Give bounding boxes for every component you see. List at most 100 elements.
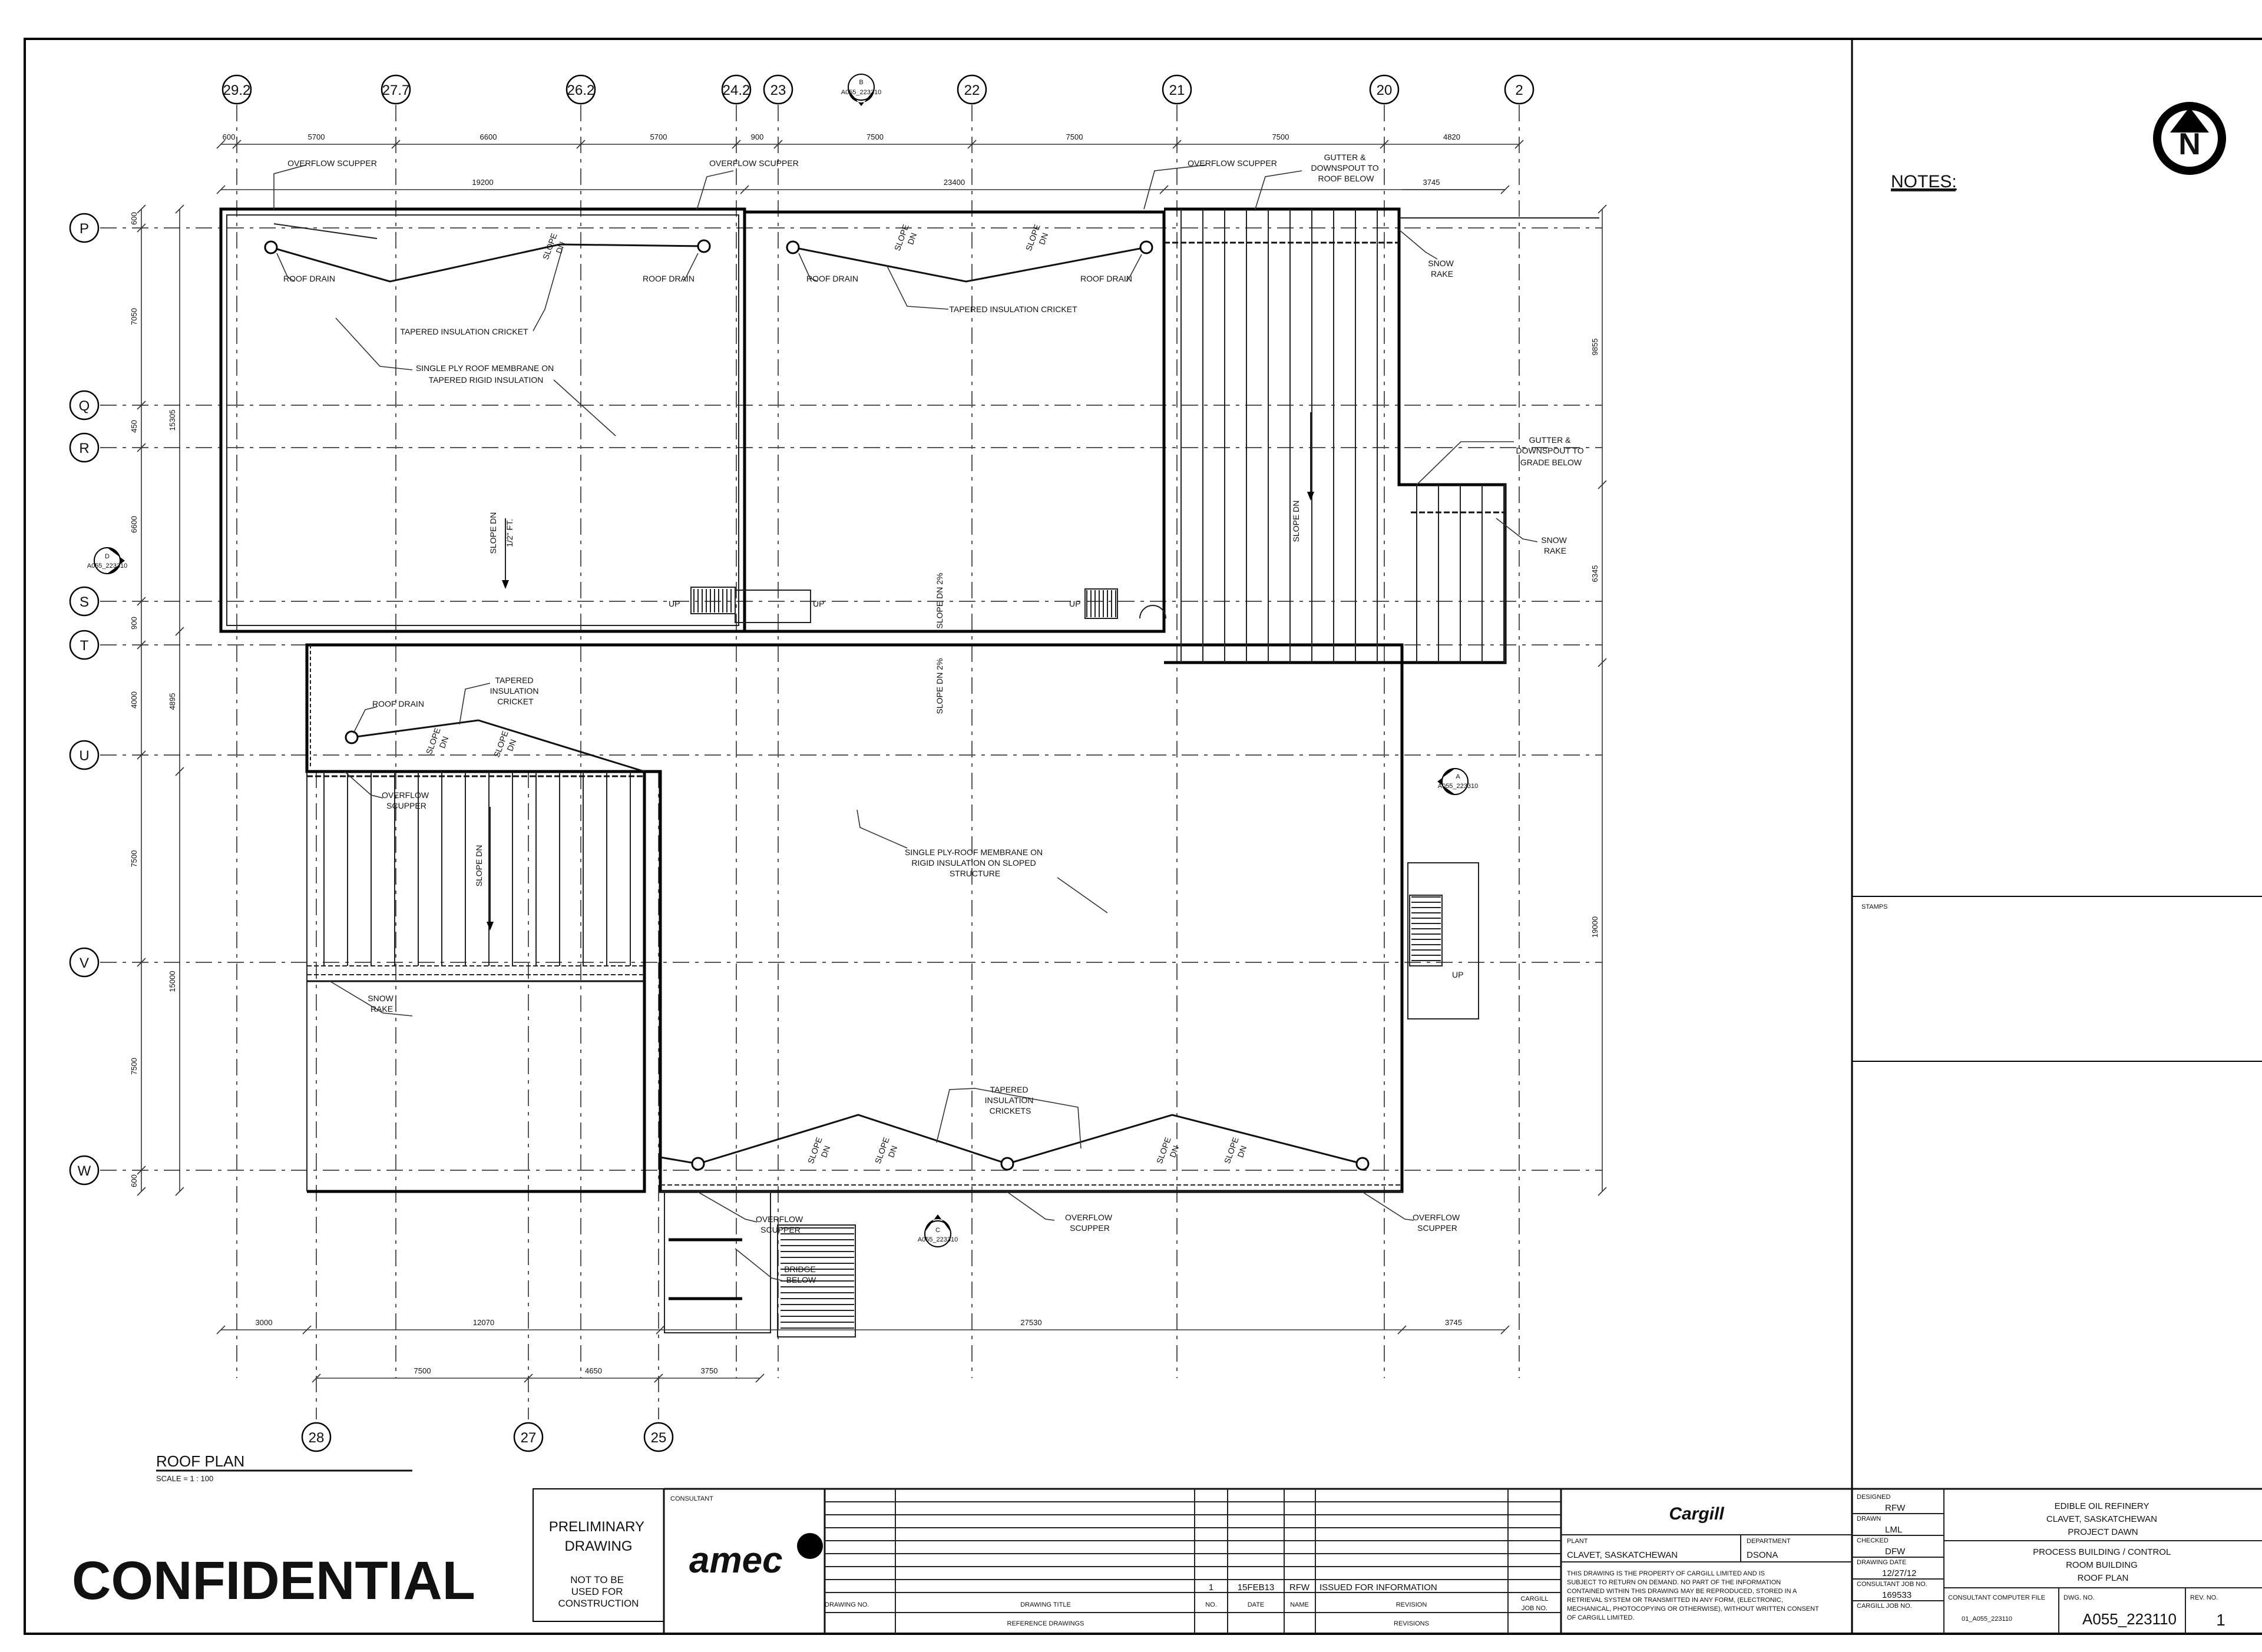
title-block: CONFIDENTIAL PRELIMINARY DRAWING NOT TO … (72, 1488, 2262, 1634)
grid-bubble (69, 432, 100, 463)
svg-text:DRAWING NO.: DRAWING NO. (825, 1601, 869, 1608)
revision-name: RFW (1289, 1583, 1310, 1593)
grid-bubble-label: 25 (651, 1430, 667, 1446)
dimension-text: 5700 (650, 133, 667, 141)
svg-text:DN: DN (554, 240, 567, 254)
tapered-cricket-label: TAPERED INSULATION CRICKET (400, 327, 528, 336)
grid-bubble (69, 586, 100, 617)
svg-text:CONSULTANT JOB NO.: CONSULTANT JOB NO. (1857, 1581, 1927, 1588)
grid-bubble (69, 213, 100, 243)
notes-heading: NOTES: (1891, 172, 1957, 191)
annotations: OVERFLOW SCUPPER OVERFLOW SCUPPER OVERFL… (273, 153, 1584, 1284)
project-title: EDIBLE OIL REFINERY CLAVET, SASKATCHEWAN… (2046, 1501, 2160, 1537)
grid-bubble (381, 74, 411, 105)
dimension-text: 600 (130, 1174, 138, 1187)
roof-drain-icon (345, 730, 359, 744)
overflow-scupper-label: OVERFLOW SCUPPER (1065, 1213, 1115, 1233)
svg-text:DN: DN (437, 735, 450, 749)
rev-no-value: 1 (2216, 1611, 2225, 1629)
roof-drain-icon (1139, 240, 1153, 254)
grid-bubble-label: U (79, 748, 89, 764)
north-arrow-icon: N (2153, 102, 2226, 175)
dimension-text: 7500 (1066, 133, 1083, 141)
consultant-job-value: 169533 (1882, 1590, 1912, 1600)
svg-text:DRAWING TITLE: DRAWING TITLE (1020, 1601, 1071, 1608)
revision-description: ISSUED FOR INFORMATION (1320, 1583, 1437, 1593)
roof-drain-label: ROOF DRAIN (643, 274, 695, 283)
plan-title: ROOF PLAN (156, 1452, 244, 1470)
dimension-text: 7050 (130, 308, 138, 325)
grid-bubble-label: 27.7 (382, 82, 410, 98)
svg-text:N: N (2178, 127, 2201, 161)
svg-text:DN: DN (819, 1144, 832, 1158)
dimension-text: 600 (130, 212, 138, 225)
dimension-text: 15000 (168, 971, 177, 992)
dimension-text: 5700 (308, 133, 325, 141)
stair-up-label: UP (1069, 599, 1080, 608)
dimension-text: 900 (751, 133, 764, 141)
dimension-text: 600 (223, 133, 236, 141)
svg-text:NAME: NAME (1290, 1601, 1309, 1608)
tapered-crickets-label: TAPERED INSULATION CRICKETS (985, 1085, 1036, 1115)
svg-text:C: C (935, 1227, 940, 1234)
grid-bubble-label: 28 (309, 1430, 325, 1446)
svg-text:REV. NO.: REV. NO. (2190, 1594, 2218, 1601)
plan-scale: SCALE = 1 : 100 (156, 1474, 213, 1483)
svg-text:SLOPE DN: SLOPE DN (1291, 501, 1301, 542)
grid-bubble (221, 74, 252, 105)
overflow-scupper-label: OVERFLOW SCUPPER (709, 158, 799, 168)
section-marker-c: C A055_223310 (918, 1214, 958, 1247)
dimension-text: 7500 (867, 133, 884, 141)
amec-logo: amec (689, 1540, 783, 1581)
grid-bubble (69, 390, 100, 421)
grid-bubble-label: P (80, 221, 89, 237)
svg-text:REVISION: REVISION (1396, 1601, 1427, 1608)
revision-table (825, 1501, 1561, 1613)
dimension-text: 15305 (168, 409, 177, 431)
dimension-text: 450 (130, 420, 138, 433)
drawn-value: LML (1885, 1525, 1902, 1535)
svg-text:DESIGNED: DESIGNED (1857, 1494, 1891, 1501)
checked-value: DFW (1885, 1547, 1906, 1557)
svg-text:A055_223310: A055_223310 (841, 89, 882, 96)
svg-text:A: A (1456, 773, 1460, 780)
svg-text:DN: DN (1235, 1144, 1248, 1158)
tapered-crickets (270, 223, 1363, 1165)
stair-treads (693, 589, 1441, 1329)
stair-up-label: UP (1452, 970, 1463, 979)
grid-bubble-label: 23 (770, 82, 786, 98)
stamps-label: STAMPS (1861, 903, 1887, 911)
stair-up-label: UP (813, 599, 824, 608)
svg-text:1/2" FT.: 1/2" FT. (505, 519, 514, 547)
svg-text:DN: DN (905, 231, 918, 246)
single-ply-sloped-label: SINGLE PLY-ROOF MEMBRANE ON RIGID INSULA… (905, 847, 1045, 878)
roof-drain-icon (1355, 1157, 1370, 1171)
roof-drain-icon (786, 240, 800, 254)
grid-bubble (763, 74, 793, 105)
roof-drain-label: ROOF DRAIN (283, 274, 335, 283)
designed-value: RFW (1885, 1503, 1906, 1513)
bridge-below-label: BRIDGE BELOW (784, 1264, 818, 1284)
svg-text:DN: DN (886, 1144, 899, 1158)
dimension-text: 7500 (130, 1058, 138, 1075)
section-markers: B A055_223310 D A055_223310 A A055_22331… (87, 74, 1478, 1247)
revision-no: 1 (1209, 1583, 1213, 1593)
sheet-border (24, 38, 2262, 1635)
grid-bubble (721, 74, 752, 105)
svg-text:CARGILL: CARGILL (1520, 1595, 1548, 1603)
svg-text:REFERENCE DRAWINGS: REFERENCE DRAWINGS (1007, 1620, 1084, 1627)
svg-text:SLOPE DN: SLOPE DN (474, 845, 484, 887)
dimension-text: 3750 (701, 1366, 718, 1375)
grid-bubble-label: 2 (1515, 82, 1523, 98)
overflow-scupper-label: OVERFLOW SCUPPER (287, 158, 377, 168)
gutter-downspout-roof-label: GUTTER & DOWNSPOUT TO ROOF BELOW (1311, 153, 1381, 183)
disclaimer-text: THIS DRAWING IS THE PROPERTY OF CARGILL … (1567, 1570, 1819, 1621)
main-lower-roof (305, 643, 1404, 1193)
section-marker-d: D A055_223310 (87, 547, 127, 574)
svg-text:DRAWING DATE: DRAWING DATE (1857, 1559, 1906, 1566)
amec-logo-icon (797, 1533, 823, 1559)
svg-text:DRAWN: DRAWN (1857, 1515, 1881, 1522)
single-ply-membrane-label: SINGLE PLY ROOF MEMBRANE ON TAPERED RIGI… (416, 363, 556, 385)
roof-drain-label: ROOF DRAIN (1080, 274, 1132, 283)
building-outline (219, 207, 1599, 1193)
